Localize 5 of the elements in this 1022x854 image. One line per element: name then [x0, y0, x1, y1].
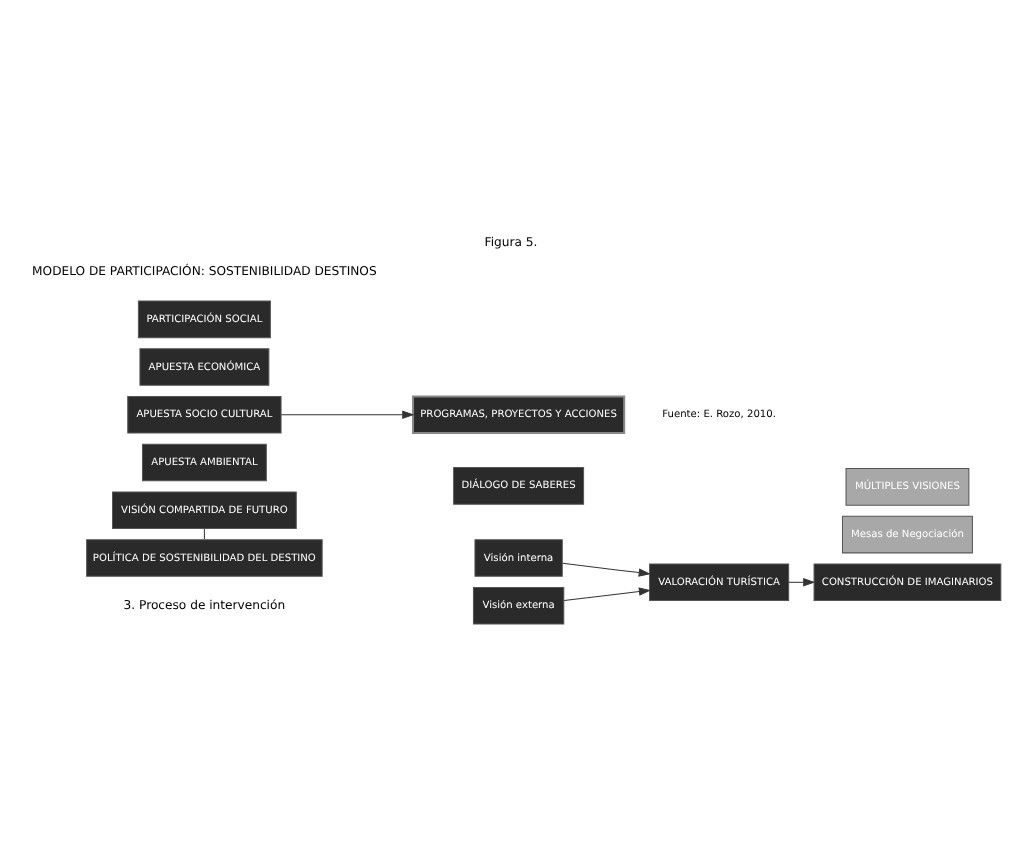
- arrow: [280, 409, 415, 419]
- arrow: [563, 586, 652, 600]
- arrow: [562, 561, 651, 576]
- connector: [203, 527, 205, 539]
- arrow: [788, 577, 816, 586]
